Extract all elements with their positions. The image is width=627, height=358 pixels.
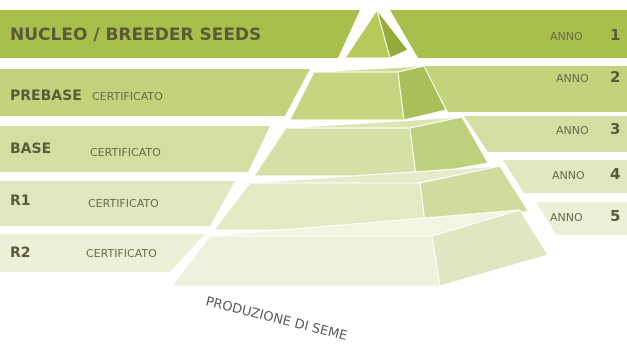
level-3-name: BASE [10, 141, 51, 157]
anno-2-label: ANNO [556, 72, 589, 85]
pyramid-tier-3 [253, 116, 489, 177]
production-caption: PRODUZIONE DI SEME [204, 294, 349, 344]
anno-2-num: 2 [610, 68, 620, 86]
level-5-name: R2 [10, 245, 31, 261]
left-band-2 [0, 69, 310, 116]
level-4-cert: CERTIFICATO [88, 197, 159, 210]
pyramid-tier-2 [289, 65, 447, 121]
level-1-name: NUCLEO / BREEDER SEEDS [10, 25, 261, 45]
anno-5-num: 5 [610, 207, 620, 225]
anno-4-num: 4 [610, 165, 620, 183]
level-5-cert: CERTIFICATO [86, 247, 157, 260]
right-band-2 [424, 66, 627, 112]
level-2-cert: CERTIFICATO [92, 90, 163, 103]
pyramid-tier-5 [170, 209, 549, 287]
pyramid-tier-1 [344, 8, 409, 59]
level-2-name: PREBASE [10, 88, 82, 104]
right-band-3 [464, 116, 627, 152]
anno-3-label: ANNO [556, 124, 589, 137]
left-band-4 [0, 181, 235, 226]
right-band-1 [390, 10, 627, 58]
level-3-cert: CERTIFICATO [90, 146, 161, 159]
anno-1-label: ANNO [550, 30, 583, 43]
right-band-5 [536, 202, 627, 235]
anno-1-num: 1 [610, 26, 620, 44]
anno-3-num: 3 [610, 120, 620, 138]
left-band-3 [0, 126, 270, 172]
anno-4-label: ANNO [552, 169, 585, 182]
left-band-1 [0, 10, 360, 58]
anno-5-label: ANNO [550, 211, 583, 224]
level-4-name: R1 [10, 193, 31, 209]
left-band-5 [0, 234, 205, 272]
right-band-4 [503, 160, 627, 193]
